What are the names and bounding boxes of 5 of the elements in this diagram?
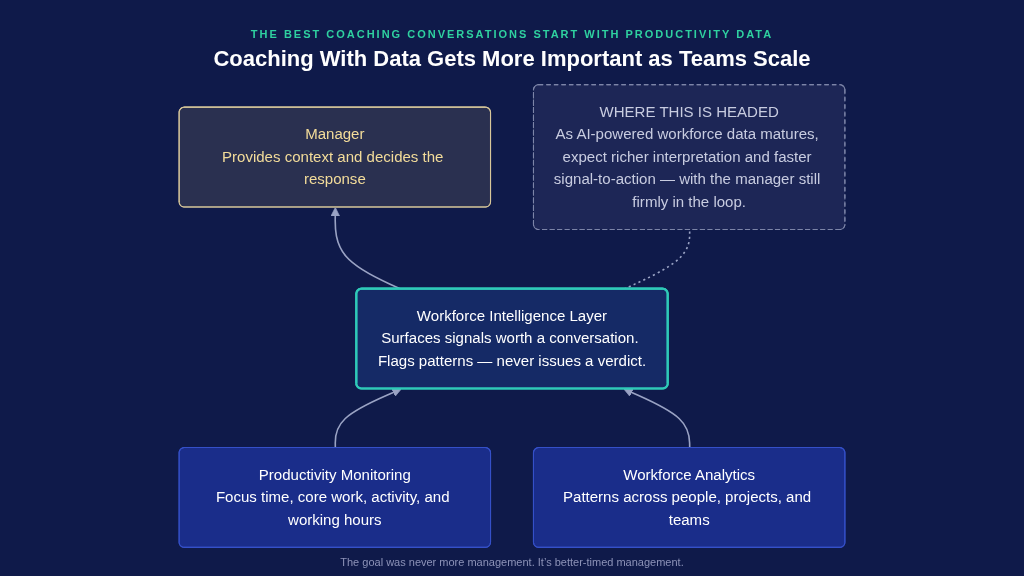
caption: The goal was never more management. It’s better-timed management. bbox=[340, 556, 684, 568]
arrow bbox=[623, 388, 691, 449]
title: Coaching With Data Gets More Important as Teams Scale bbox=[213, 46, 811, 72]
arrow bbox=[334, 388, 402, 449]
subtitle: THE BEST COACHING CONVERSATIONS START WITH PRODUCTIVITY DATA bbox=[250, 28, 774, 40]
